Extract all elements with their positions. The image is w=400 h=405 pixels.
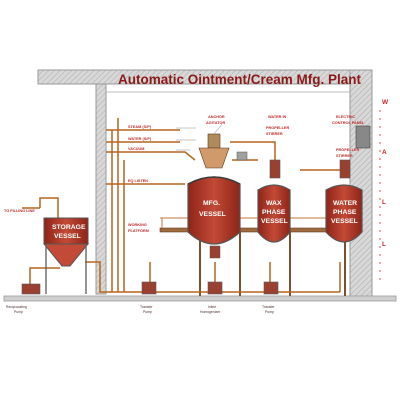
- anchor-agitator-motor: [207, 133, 221, 149]
- wax-vessel-label-2: PHASE: [262, 209, 286, 216]
- leader-line: [213, 123, 223, 135]
- label-electric: ELECTRIC: [336, 115, 355, 119]
- storage-vessel: STORAGE VESSEL: [42, 217, 90, 294]
- label-transfer-pump-1a: Transfer: [140, 305, 153, 309]
- homogenizer-pump: [207, 281, 223, 295]
- mfg-vessel-lid: [187, 176, 241, 185]
- left-column-hatch: [96, 84, 106, 294]
- wall-letter-l1: L: [382, 199, 386, 206]
- label-platform: PLATFORM: [128, 229, 149, 233]
- label-agitator: AGITATOR: [206, 121, 225, 125]
- label-transfer-pump-1b: Pump: [143, 310, 152, 314]
- label-water-in: WATER IN: [268, 115, 287, 119]
- water-vessel-body: [325, 184, 363, 243]
- label-steam: STEAM (S/P): [128, 125, 152, 129]
- wax-vessel-label-1: WAX: [266, 200, 282, 207]
- water-stirrer-motor: [339, 159, 351, 179]
- pipe-storage-out: [85, 261, 150, 293]
- wax-stirrer-motor: [269, 159, 281, 179]
- callouts: STEAM (S/P) WATER (S/P) VACUUM EQ LISTEN…: [4, 115, 365, 233]
- label-control-panel: CONTROL PANEL: [332, 121, 365, 125]
- inline-homogenizer: [209, 245, 221, 259]
- reciprocating-pump: [21, 283, 41, 295]
- label-recip-pump-2: Pump: [14, 310, 23, 314]
- pipe-vacuum: [106, 151, 196, 161]
- wall-letter-w: W: [382, 99, 389, 106]
- label-stirrer-1: STIRRER: [266, 132, 283, 136]
- mfg-vessel: MFG. VESSEL: [187, 176, 241, 259]
- label-transfer-pump-2a: Transfer: [262, 305, 275, 309]
- bottom-labels: Reciprocating Pump Transfer Pump Inline …: [6, 305, 275, 314]
- pipe-top-water: [300, 169, 346, 178]
- pipe-filling-line: [39, 197, 59, 220]
- wax-vessel-body: [257, 184, 291, 243]
- mfg-vessel-label-1: MFG.: [203, 200, 220, 207]
- transfer-pump-2: [263, 281, 279, 295]
- label-transfer-pump-2b: Pump: [265, 310, 274, 314]
- label-stirrer-2: STIRRER: [336, 154, 353, 158]
- water-vessel-label-1: WATER: [333, 200, 357, 207]
- wall-letter-a: A: [382, 149, 387, 156]
- pumps: [21, 281, 279, 295]
- right-wall-hatch: [350, 70, 372, 298]
- motor-units: [198, 125, 371, 179]
- label-anchor: ANCHOR: [208, 115, 225, 119]
- storage-vessel-cone: [42, 243, 90, 267]
- label-eq-listen: EQ LISTEN: [128, 179, 148, 183]
- mfg-vessel-label-2: VESSEL: [199, 211, 226, 218]
- label-recip-pump-1: Reciprocating: [6, 305, 27, 309]
- wall-letter-l2: L: [382, 241, 386, 248]
- wax-phase-vessel: WAX PHASE VESSEL: [257, 184, 291, 243]
- storage-vessel-label-2: VESSEL: [54, 233, 81, 240]
- wax-vessel-label-3: VESSEL: [261, 218, 288, 225]
- storage-vessel-body: [43, 217, 89, 245]
- label-working: WORKING: [128, 223, 147, 227]
- water-vessel-label-3: VESSEL: [331, 218, 358, 225]
- roof-hatch: [38, 70, 350, 84]
- transfer-pump-1: [141, 281, 157, 295]
- page-title: Automatic Ointment/Cream Mfg. Plant: [118, 72, 362, 87]
- label-propeller-1: PROPELLER: [266, 126, 289, 130]
- vacuum-unit: [236, 151, 248, 161]
- mfg-hopper: [198, 147, 230, 169]
- floor-slab: [3, 295, 397, 302]
- storage-vessel-label-1: STORAGE: [52, 224, 86, 231]
- label-propeller-2: PROPELLER: [336, 148, 359, 152]
- water-phase-vessel: WATER PHASE VESSEL: [325, 184, 363, 243]
- water-vessel-label-2: PHASE: [333, 209, 357, 216]
- label-homogenizer: Homogenizer: [200, 310, 221, 314]
- label-vacuum: VACUUM: [128, 147, 144, 151]
- control-panel: [355, 125, 371, 149]
- label-filling-line: TO FILLING LINE: [4, 209, 35, 213]
- label-inline: Inline: [208, 305, 216, 309]
- label-water-sp: WATER (S/P): [128, 137, 152, 141]
